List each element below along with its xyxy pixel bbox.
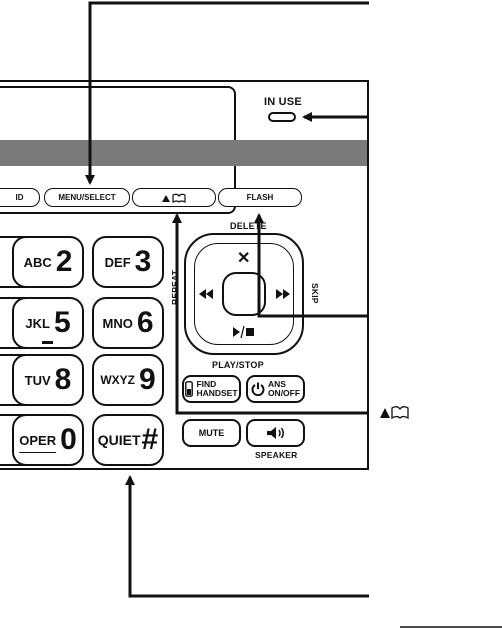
key-letters: QUIET <box>97 432 141 448</box>
up-arrow-book-icon <box>162 193 186 203</box>
key-9[interactable]: WXYZ 9 <box>92 354 164 406</box>
up-arrow-book-icon <box>380 406 409 420</box>
key-digit: 5 <box>53 306 71 339</box>
key-0[interactable]: OPER 0 <box>12 414 84 466</box>
key-digit: 6 <box>136 306 154 339</box>
key-letters: TUV <box>24 372 51 388</box>
key-digit: # <box>141 423 159 456</box>
in-use-light <box>268 112 296 122</box>
callout-directory <box>172 213 369 415</box>
caller-id-key[interactable]: ID <box>0 188 40 207</box>
key-digit: 2 <box>55 245 73 278</box>
menu-select-label: MENU/SELECT <box>58 193 116 202</box>
key-letters: MNO <box>102 315 133 331</box>
speaker-key[interactable] <box>246 419 305 447</box>
power-icon <box>251 382 265 396</box>
gray-band <box>0 140 367 166</box>
key-letters: JKL <box>25 315 50 331</box>
key-digit: 9 <box>138 363 156 396</box>
menu-select-key[interactable]: MENU/SELECT <box>44 188 130 207</box>
handset-icon <box>185 381 194 397</box>
fast-forward-icon[interactable] <box>275 288 291 300</box>
nav-pad-inner-ring <box>194 243 294 345</box>
find-handset-line1: FIND <box>196 379 217 389</box>
key-3[interactable]: DEF 3 <box>92 236 164 288</box>
ans-line1: ANS <box>267 379 286 389</box>
ans-line2: ON/OFF <box>267 388 301 398</box>
callout-quiet <box>125 475 369 598</box>
speaker-icon <box>266 427 284 439</box>
in-use-label: IN USE <box>264 96 302 108</box>
delete-label: DELETE <box>230 221 267 231</box>
mute-key[interactable]: MUTE <box>182 419 241 447</box>
key-letters: OPER <box>19 432 57 448</box>
find-handset-line2: HANDSET <box>196 388 238 398</box>
key-5-tactile-bar <box>42 341 53 344</box>
play-stop-icon[interactable] <box>232 326 256 338</box>
key-pound[interactable]: QUIET # <box>92 414 164 466</box>
nav-pad[interactable] <box>184 233 304 355</box>
key-digit: 0 <box>60 423 77 456</box>
directory-key[interactable] <box>132 188 216 207</box>
key-5[interactable]: JKL 5 <box>12 297 84 349</box>
key-letters: WXYZ <box>100 373 135 387</box>
key-digit: 3 <box>134 245 152 278</box>
key-digit: 8 <box>54 363 72 396</box>
rewind-icon[interactable] <box>198 288 214 300</box>
key-2[interactable]: ABC 2 <box>12 236 84 288</box>
find-handset-key[interactable]: FIND HANDSET <box>182 375 241 403</box>
key-8[interactable]: TUV 8 <box>12 354 84 406</box>
callout-nav <box>254 213 369 318</box>
ans-on-off-key[interactable]: ANS ON/OFF <box>246 375 305 403</box>
key-letters: DEF <box>104 254 131 270</box>
caller-id-label: ID <box>15 193 24 202</box>
speaker-label: SPEAKER <box>255 450 298 460</box>
play-stop-label: PLAY/STOP <box>212 360 264 370</box>
flash-key[interactable]: FLASH <box>218 188 302 207</box>
mute-label: MUTE <box>198 427 225 438</box>
cross-icon[interactable]: ✕ <box>237 250 251 267</box>
flash-label: FLASH <box>246 193 274 202</box>
key-6[interactable]: MNO 6 <box>92 297 164 349</box>
callout-menu-select <box>85 1 369 185</box>
key-letters: ABC <box>23 254 52 270</box>
